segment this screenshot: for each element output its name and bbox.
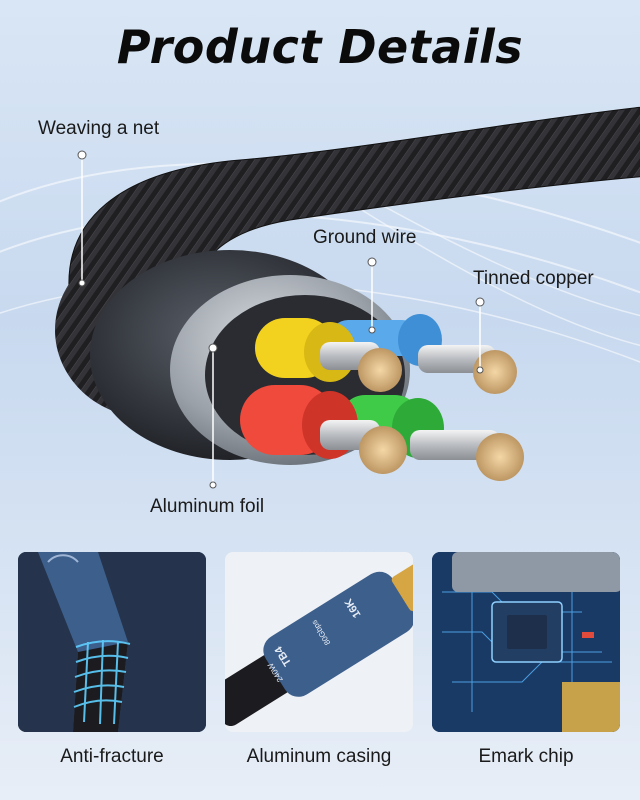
caption-anti-fracture: Anti-fracture bbox=[60, 746, 164, 767]
braided-cable bbox=[68, 106, 640, 341]
badge-80gbps: 80Gbps bbox=[309, 618, 333, 647]
aluminum-casing-illustration bbox=[225, 552, 413, 732]
callout-weaving-net: Weaving a net bbox=[38, 118, 160, 139]
wire-blue bbox=[330, 314, 517, 394]
casing-badges: TB4 240W 80Gbps 16K bbox=[225, 552, 413, 732]
copper-tip bbox=[359, 426, 407, 474]
wire-yellow bbox=[255, 318, 402, 392]
callout-aluminum-foil: Aluminum foil bbox=[150, 496, 265, 517]
copper-tip bbox=[476, 433, 524, 481]
feature-panels: Anti-fracture TB4 240W 80Gbps 16K Alumin… bbox=[0, 548, 640, 800]
callout-leaders bbox=[81, 155, 481, 485]
emark-chip-illustration bbox=[432, 552, 620, 732]
cable-cross-section bbox=[55, 106, 640, 489]
caption-emark-chip: Emark chip bbox=[478, 746, 574, 767]
callout-dots bbox=[77, 150, 485, 489]
panel-anti-fracture bbox=[18, 552, 206, 732]
copper-tip bbox=[473, 350, 517, 394]
panel-emark-chip bbox=[432, 552, 620, 732]
anti-fracture-illustration bbox=[18, 552, 206, 732]
hero-illustration: Product Details Weaving a net Ground wir… bbox=[38, 20, 640, 517]
badge-16k: 16K bbox=[342, 596, 364, 620]
caption-aluminum-casing: Aluminum casing bbox=[246, 746, 392, 767]
callout-ground-wire: Ground wire bbox=[313, 227, 417, 248]
copper-tip bbox=[358, 348, 402, 392]
page-title: Product Details bbox=[116, 20, 524, 74]
wire-red bbox=[240, 385, 407, 474]
callout-tinned-copper: Tinned copper bbox=[473, 268, 594, 289]
panel-aluminum-casing: TB4 240W 80Gbps 16K bbox=[225, 552, 413, 732]
